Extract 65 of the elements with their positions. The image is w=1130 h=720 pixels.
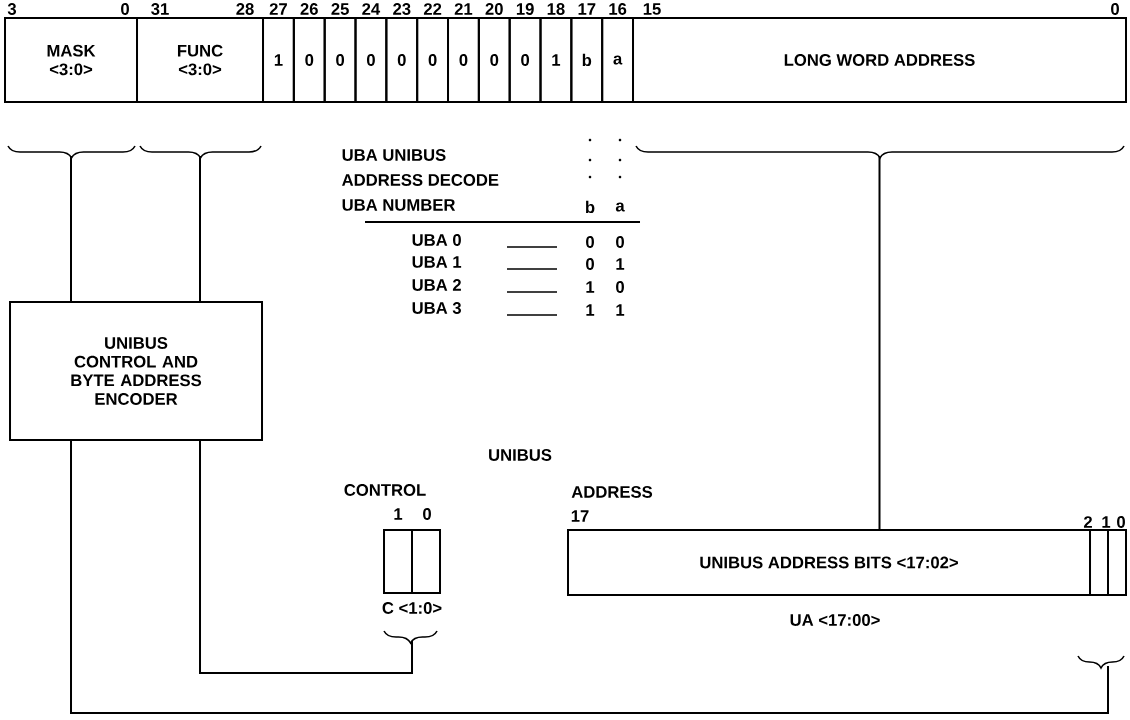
bit-cell: 1	[262, 17, 295, 103]
table-heading: ADDRESS DECODE	[342, 174, 499, 186]
table-cell: 1	[616, 258, 625, 270]
register-field: MASK <3:0>	[4, 17, 138, 103]
connector	[199, 440, 413, 674]
table-cell: 0	[586, 258, 594, 270]
bus-label: ADDRESS	[571, 486, 653, 498]
bit-number: 23	[393, 3, 411, 15]
bit-cell: 0	[354, 17, 388, 103]
bus-label: UNIBUS	[489, 449, 552, 461]
bit-number: 27	[269, 3, 287, 15]
bit-cell: 0	[292, 17, 326, 103]
encoder-box: UNIBUS CONTROL AND BYTE ADDRESS ENCODER	[9, 301, 263, 441]
bit-number: 22	[423, 3, 442, 15]
bus-label: CONTROL	[344, 484, 426, 496]
table-cell: UBA 2	[412, 279, 461, 291]
bit-cell: b	[570, 17, 604, 103]
bit-cell: 0	[323, 17, 357, 103]
register-box	[1089, 529, 1127, 596]
table-cell: UBA 0	[412, 234, 461, 246]
table-cell: 0	[616, 281, 624, 293]
bit-number: 19	[516, 3, 534, 15]
bit-number: 26	[300, 3, 318, 15]
table-cell: 0	[616, 236, 624, 248]
table-cell: 1	[586, 281, 595, 293]
connector	[199, 155, 201, 302]
bit-cell: 0	[385, 17, 419, 103]
connector	[70, 155, 72, 302]
bit-number: 15	[643, 3, 661, 15]
table-heading: UBA UNIBUS	[342, 149, 446, 161]
bit-cell: 0	[477, 17, 511, 103]
bit-number: 31	[151, 3, 169, 15]
table-cell: 0	[586, 236, 594, 248]
register-field: FUNC <3:0>	[136, 17, 264, 103]
bit-number: 1	[1102, 516, 1111, 528]
bit-number: 18	[547, 3, 565, 15]
connector	[70, 440, 1109, 714]
bit-cell: 0	[447, 17, 480, 103]
column-heading: a	[615, 202, 625, 212]
table-cell: UBA 1	[412, 256, 462, 268]
bit-number: 24	[362, 3, 381, 15]
connector	[878, 155, 881, 530]
bit-number: 0	[121, 3, 129, 15]
bit-number: 17	[578, 3, 596, 15]
register-field: UNIBUS ADDRESS BITS <17:02>	[567, 529, 1091, 596]
bit-number: 28	[236, 3, 254, 15]
column-heading: b	[586, 200, 595, 214]
register-box	[383, 529, 441, 594]
bit-number: 21	[454, 3, 473, 15]
table-heading: UBA NUMBER	[342, 199, 456, 211]
bit-cell: 0	[416, 17, 449, 103]
register-label: C <1:0>	[382, 602, 442, 614]
bit-number: 20	[485, 3, 503, 15]
register-field: LONG WORD ADDRESS	[632, 17, 1127, 103]
bit-cell: 1	[539, 17, 573, 103]
bit-number: 2	[1083, 516, 1092, 528]
bit-cell: a	[601, 17, 634, 103]
bit-cell: 0	[508, 17, 542, 103]
table-cell: UBA 3	[412, 302, 461, 314]
table-cell: 1	[616, 304, 625, 316]
bit-number: 25	[331, 3, 349, 15]
bit-number: 16	[609, 3, 627, 15]
register-label: UA <17:00>	[790, 614, 880, 626]
table-cell: 1	[586, 304, 595, 316]
bit-number: 0	[1117, 516, 1125, 528]
